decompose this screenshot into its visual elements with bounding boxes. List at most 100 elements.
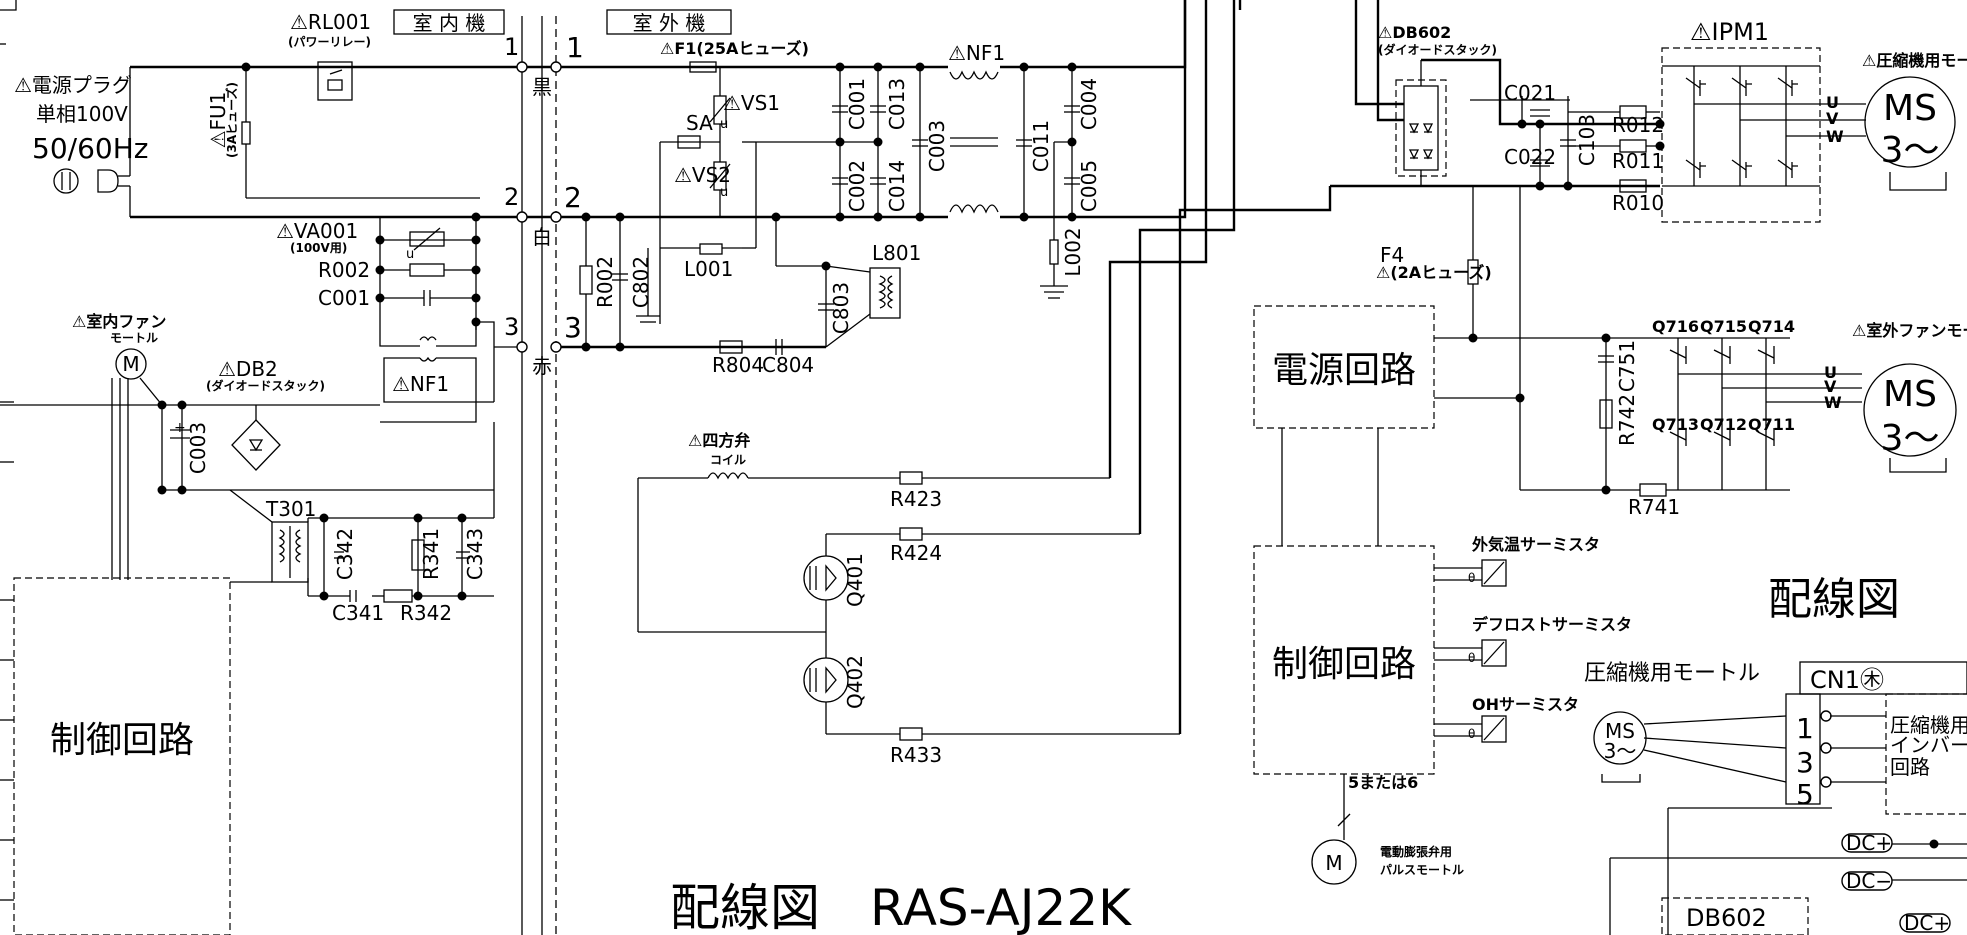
- db2-sub: (ダイオードスタック): [206, 378, 325, 393]
- dc-minus-badge: [1841, 871, 1893, 891]
- va001-sub: (100V用): [290, 241, 347, 255]
- snubber-network: [579, 212, 901, 355]
- terminal-1-left: 1: [504, 33, 519, 61]
- y-capacitor-bank: [1016, 62, 1080, 299]
- svg-text:+: +: [174, 420, 186, 436]
- fan-w: W: [1824, 393, 1842, 412]
- r342-label: R342: [400, 601, 452, 625]
- transformer-t301-icon: [229, 422, 495, 603]
- ipm1-label: ⚠IPM1: [1690, 18, 1769, 46]
- cn1-connector: [1609, 693, 1967, 935]
- mosfet-q402-icon: [803, 657, 1180, 741]
- q714-label: Q714: [1748, 317, 1795, 336]
- five-or-six-label: 5または6: [1348, 773, 1418, 792]
- nf1-in-label: ⚠NF1: [392, 372, 449, 396]
- r341-label: R341: [419, 528, 443, 580]
- fuse-f4-icon: [1467, 186, 1479, 338]
- c803-label: C803: [829, 282, 853, 334]
- indoor-fan-motor-icon: [115, 348, 147, 380]
- l801-label: L801: [872, 241, 921, 265]
- terminal-1-right: 1: [566, 31, 584, 64]
- inverter-l1: 圧縮機用: [1890, 713, 1967, 737]
- fan-inverter-feed: [1434, 186, 1790, 497]
- ipm-v: V: [1826, 109, 1839, 128]
- c001-out-label: C001: [845, 78, 869, 130]
- expansion-sub: パルスモートル: [1380, 863, 1464, 877]
- noise-filter-nf1-icon: [379, 321, 495, 423]
- comp-ms: MS: [1883, 88, 1937, 129]
- c802-label: C802: [629, 256, 653, 308]
- fu1-label: ⚠FU1: [206, 92, 230, 149]
- dc-plus2-badge: [1899, 913, 1951, 933]
- vs2-label: ⚠VS2: [674, 163, 731, 187]
- r423-label: R423: [890, 487, 942, 511]
- db602-sub: (ダイオードスタック): [1378, 42, 1497, 57]
- power-circuit-label: 電源回路: [1272, 350, 1416, 391]
- cn1-label: CN1㊍: [1810, 666, 1884, 694]
- f4-sub: ⚠(2Aヒューズ): [1376, 263, 1492, 282]
- svg-text:u: u: [720, 185, 728, 200]
- rl001-sub: (パワーリレー): [288, 35, 371, 49]
- fu1-sub: (3Aヒューズ): [224, 82, 239, 158]
- terminal-3-left: 3: [504, 313, 519, 341]
- wiring-title-right: 配線図: [1768, 574, 1900, 625]
- compressor-base: [1889, 172, 1947, 191]
- dc-plus-label: DC+: [1846, 831, 1892, 855]
- q716-label: Q716: [1652, 317, 1699, 336]
- c004-label: C004: [1077, 78, 1101, 130]
- q402-label: Q402: [843, 655, 867, 709]
- indoor-fan-motor-m: M: [122, 352, 139, 376]
- c804-label: C804: [762, 353, 814, 377]
- comp-motor-label: 圧縮機用モートル: [1584, 661, 1760, 686]
- cn1-box: [1799, 661, 1967, 695]
- r010-label: R010: [1612, 191, 1664, 215]
- outdoor-fan-motor-icon: [1863, 363, 1957, 457]
- dc-minus-label: DC−: [1846, 869, 1892, 893]
- ipm1-igbt-bridge: [1662, 65, 1866, 187]
- indoor-fan-sub: モートル: [110, 331, 158, 345]
- cn1-pin5: 5: [1796, 778, 1814, 811]
- r002-in-label: R002: [318, 258, 370, 282]
- x-capacitor-bank: [756, 62, 928, 222]
- th-outside-label: 外気温サーミスタ: [1471, 535, 1600, 554]
- dc-plus2-label: DC+: [1904, 911, 1950, 935]
- f4-label: F4: [1380, 243, 1404, 267]
- c001-in-label: C001: [318, 286, 370, 310]
- svg-text:θ: θ: [1468, 571, 1475, 585]
- c013-label: C013: [885, 78, 909, 130]
- indoor-control-label: 制御回路: [50, 720, 194, 761]
- db602-label: ⚠DB602: [1378, 23, 1451, 42]
- phase-label: 単相100V: [36, 102, 128, 126]
- l002-label: L002: [1061, 227, 1085, 276]
- four-way-valve-coil-icon: [637, 471, 1110, 633]
- comp-motor-top-label: ⚠圧縮機用モートル: [1862, 51, 1967, 70]
- c005-label: C005: [1077, 160, 1101, 212]
- c021-label: C021: [1504, 81, 1556, 105]
- q711-label: Q711: [1748, 415, 1795, 434]
- indoor-fan-label: ⚠室内ファン: [72, 312, 166, 331]
- t301-label: T301: [265, 497, 316, 521]
- r741-label: R741: [1628, 495, 1680, 519]
- svg-text:θ: θ: [1468, 651, 1475, 665]
- diagram-title: 配線図 RAS-AJ22K: [670, 879, 1132, 935]
- freq-label: 50/60Hz: [32, 132, 148, 165]
- ipm1-box: [1661, 47, 1821, 223]
- db2-label: ⚠DB2: [218, 357, 278, 381]
- input-filter-ladder: [375, 212, 481, 330]
- inverter-l3: 回路: [1890, 755, 1930, 779]
- nf1-out-label: ⚠NF1: [948, 41, 1005, 65]
- small-ms: MS: [1605, 719, 1635, 743]
- bridge-db2-icon: [231, 405, 281, 471]
- mosfet-q401-icon: [803, 527, 1140, 658]
- outdoor-unit-box: [606, 9, 732, 35]
- small-tilde: 3～: [1604, 739, 1637, 763]
- db602-lower-box: [1661, 897, 1809, 935]
- expansion-label: 電動膨張弁用: [1380, 844, 1452, 859]
- comp-tilde: 3～: [1881, 130, 1940, 171]
- th-oh-label: OHサーミスタ: [1472, 695, 1579, 714]
- r742-label: R742: [1615, 394, 1639, 446]
- fan-u: U: [1824, 363, 1837, 382]
- svg-text:θ: θ: [1468, 727, 1475, 741]
- terminal-black: 黒: [532, 75, 552, 99]
- fan-ms: MS: [1883, 374, 1937, 415]
